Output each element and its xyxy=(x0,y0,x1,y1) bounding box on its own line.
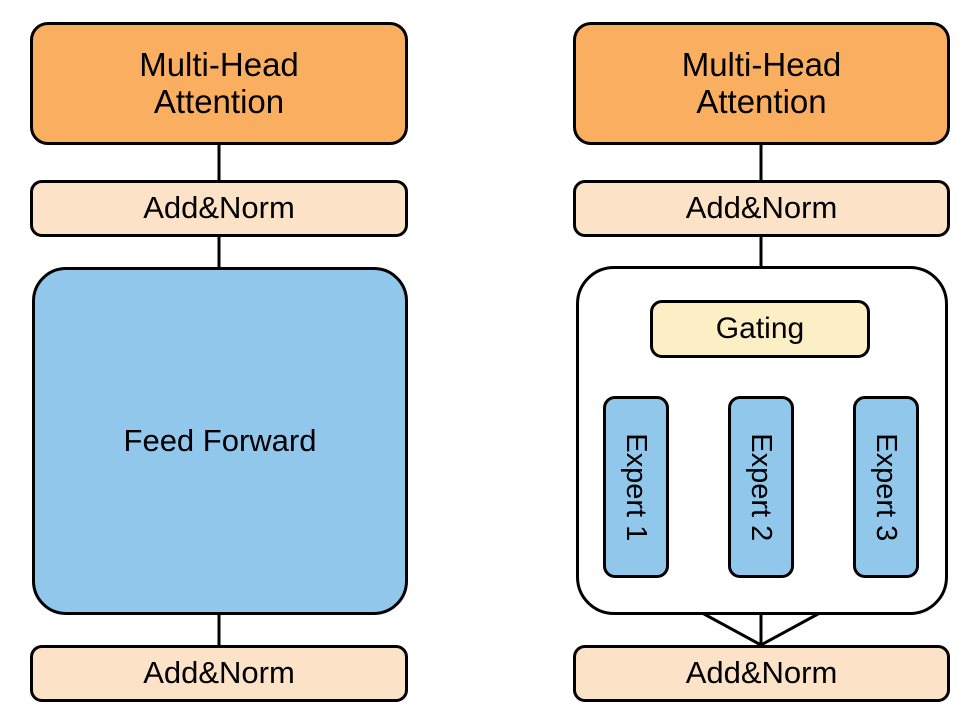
right-add-and-norm-top[interactable]: Add&Norm xyxy=(573,180,950,237)
right-add-and-norm-bottom[interactable]: Add&Norm xyxy=(573,645,950,702)
left-feed-forward-block[interactable]: Feed Forward xyxy=(32,267,408,615)
left-multi-head-attention-block[interactable]: Multi-Head Attention xyxy=(30,22,408,145)
expert-1-block[interactable]: Expert 1 xyxy=(603,396,669,578)
left-add-and-norm-top[interactable]: Add&Norm xyxy=(30,180,408,237)
expert-3-block[interactable]: Expert 3 xyxy=(853,396,919,578)
right-multi-head-attention-block[interactable]: Multi-Head Attention xyxy=(573,22,950,145)
expert-1-label: Expert 1 xyxy=(620,433,653,541)
expert-2-label: Expert 2 xyxy=(745,433,778,541)
expert-2-block[interactable]: Expert 2 xyxy=(728,396,794,578)
gating-block[interactable]: Gating xyxy=(650,300,870,358)
left-add-and-norm-bottom[interactable]: Add&Norm xyxy=(30,645,408,702)
expert-3-label: Expert 3 xyxy=(870,433,903,541)
